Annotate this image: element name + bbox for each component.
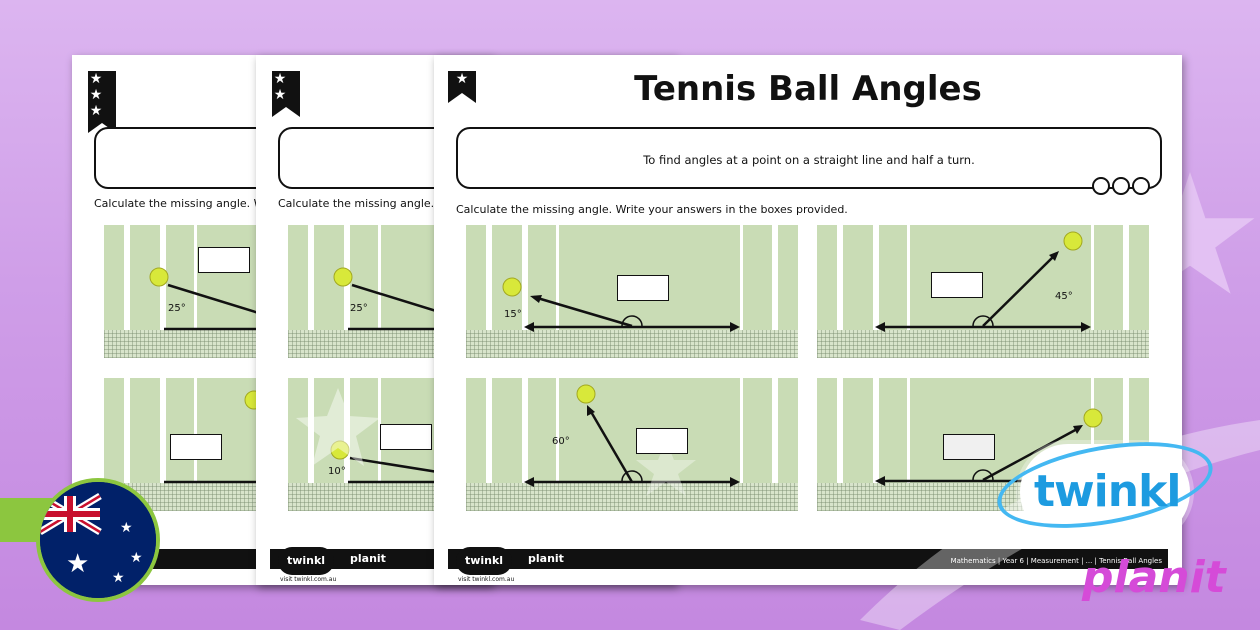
difficulty-stars-icon: ★★ [272,71,288,103]
instruction-text: Calculate the missing angle. W [94,197,265,210]
difficulty-star-icon: ★ [455,71,469,87]
answer-box[interactable] [170,434,222,460]
answer-box[interactable] [943,434,995,460]
footer-twinkl-logo: twinkl [456,547,512,575]
answer-box[interactable] [636,428,688,454]
progress-circles [1092,177,1150,195]
court-q1: 15° [466,225,798,358]
difficulty-ribbon: ★★ [272,71,300,117]
angle-label: 60° [552,436,570,447]
twinkl-logo-text: twinkl [1034,466,1181,517]
answer-box[interactable] [931,272,983,298]
svg-text:★: ★ [130,550,143,566]
angle-label: 10° [328,466,346,477]
difficulty-ribbon: ★ [448,71,476,103]
angle-label: 25° [350,303,368,314]
answer-box[interactable] [380,424,432,450]
angle-diagram [524,384,740,496]
answer-box[interactable] [617,275,669,301]
court-q3: 60° [466,378,798,511]
planit-logo-text: planit [1082,552,1226,603]
twinkl-logo-cloud [1020,444,1190,540]
svg-text:★: ★ [120,520,133,536]
angle-label: 45° [1055,291,1073,302]
angle-diagram [875,231,1091,332]
footer-twinkl-logo: twinkl [278,547,334,575]
angle-label: 15° [504,309,522,320]
australian-flag-icon: ★ ★ ★ ★ [36,478,160,602]
svg-text:★: ★ [66,549,89,579]
difficulty-stars-icon: ★★★ [88,71,104,119]
objective-text: To find angles at a point on a straight … [643,153,975,167]
footer-planit-text: planit [350,552,386,565]
footer-planit-text: planit [528,552,564,565]
answer-box[interactable] [198,247,250,273]
footer-url: visit twinkl.com.au [458,576,515,583]
difficulty-ribbon: ★★★ [88,71,116,133]
footer-meta: Mathematics | Year 6 | Measurement | ...… [950,557,1162,565]
objective-box: To find angles at a point on a straight … [456,127,1162,195]
worksheet-title: Tennis Ball Angles [634,69,982,109]
instruction-text: Calculate the missing angle. W [278,197,449,210]
footer-bar [448,549,1168,569]
angle-label: 25° [168,303,186,314]
footer-url: visit twinkl.com.au [280,576,337,583]
angle-diagram [502,277,740,332]
svg-text:★: ★ [112,570,125,586]
background-star-icon [1125,172,1255,294]
instruction-text: Calculate the missing angle. Write your … [456,203,848,216]
court-q2: 45° [817,225,1149,358]
